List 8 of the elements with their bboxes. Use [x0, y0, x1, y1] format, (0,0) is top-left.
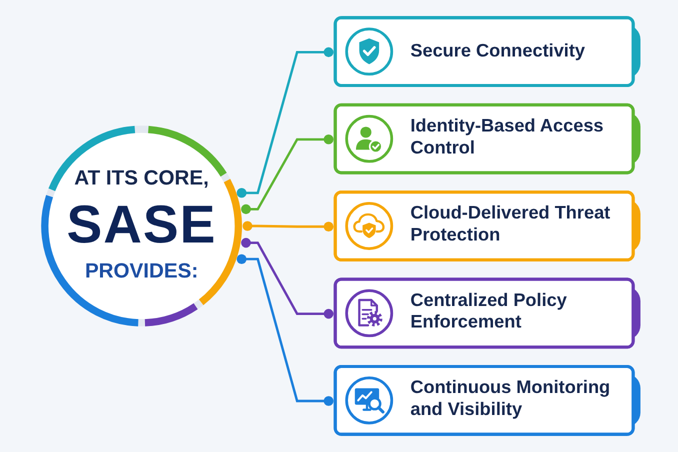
connector-line: [241, 238, 334, 319]
heading-text: AT ITS CORE,: [74, 166, 209, 191]
subheading-text: PROVIDES:: [84, 259, 198, 284]
connector-line: [241, 134, 334, 214]
connector-line: [242, 221, 334, 232]
connector-line: [236, 254, 334, 406]
connector-line: [236, 47, 334, 198]
title-text: SASE: [66, 194, 217, 257]
